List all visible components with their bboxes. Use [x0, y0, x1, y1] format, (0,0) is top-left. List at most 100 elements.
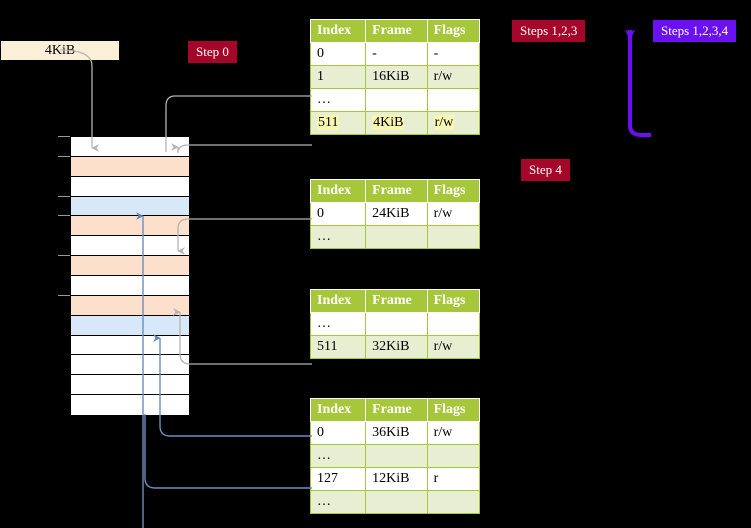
badge-steps-1-2-3-4: Steps 1,2,3,4 [653, 20, 737, 42]
table-row: … [309, 490, 481, 514]
table-row: 511 32KiB r/w [309, 335, 481, 359]
table-row: 0 36KiB r/w [309, 421, 481, 445]
column-header-flags: Flags [426, 179, 481, 203]
cell-index: 127 [309, 467, 367, 491]
table-row: … [309, 88, 481, 112]
cell-flags: r/w [426, 202, 481, 226]
column-header-index: Index [309, 19, 367, 43]
wire-step0-to-memory [59, 49, 99, 152]
cell-index: … [309, 312, 367, 336]
column-header-flags: Flags [426, 289, 481, 313]
table-row-highlighted: 511 4KiB r/w [309, 111, 481, 135]
memory-row-tick [58, 195, 70, 197]
cell-flags [426, 88, 481, 112]
cell-index: 0 [309, 202, 367, 226]
table-row: 127 12KiB r [309, 467, 481, 491]
wire-table3-row127-to-memory [144, 414, 312, 489]
memory-row [71, 315, 189, 336]
cell-index: 511 [309, 335, 367, 359]
wire-table2-row511-to-memory [173, 308, 312, 365]
column-header-frame: Frame [365, 19, 428, 43]
cell-frame: 12KiB [365, 467, 428, 491]
cell-flags: r/w [426, 335, 481, 359]
cell-frame [365, 444, 428, 468]
cell-frame [365, 88, 428, 112]
memory-row [71, 256, 189, 276]
memory-row [71, 375, 189, 396]
table-row: 0 24KiB r/w [309, 202, 481, 226]
cell-frame: 4KiB [365, 111, 428, 135]
cell-index: 1 [309, 65, 367, 89]
memory-row [71, 196, 189, 217]
memory-size-label: 4KiB [44, 42, 76, 58]
arrow-steps-1-2-3-4 [624, 29, 651, 137]
memory-row [71, 236, 189, 257]
badge-step-4: Step 4 [521, 159, 570, 181]
cell-index: … [309, 444, 367, 468]
table-header-row: Index Frame Flags [309, 179, 481, 203]
memory-size-label-box: 4KiB [0, 40, 120, 61]
cell-flags: r [426, 467, 481, 491]
cell-flags-text: r/w [433, 115, 455, 130]
badge-steps-1-2-3: Steps 1,2,3 [512, 20, 586, 42]
column-header-frame: Frame [365, 289, 428, 313]
memory-row [71, 176, 189, 197]
memory-row [71, 216, 189, 237]
cell-frame: 36KiB [365, 421, 428, 445]
cell-frame [365, 312, 428, 336]
cell-flags [426, 444, 481, 468]
cell-frame-text: 4KiB [372, 115, 405, 130]
table-row: 0 - - [309, 42, 481, 66]
table-row: … [309, 444, 481, 468]
page-table-level-0: Index Frame Flags 0 - - 1 16KiB r/w … [309, 19, 481, 135]
table-row: … [309, 225, 481, 249]
memory-row [71, 295, 189, 316]
column-header-index: Index [309, 179, 367, 203]
wire-table1-row0-to-memory [177, 218, 312, 255]
cell-flags: r/w [426, 421, 481, 445]
cell-flags: r/w [426, 111, 481, 135]
memory-row [71, 355, 189, 376]
cell-index: … [309, 490, 367, 514]
cell-frame: - [365, 42, 428, 66]
cell-index: 0 [309, 421, 367, 445]
cell-frame [365, 225, 428, 249]
cell-frame: 32KiB [365, 335, 428, 359]
table-header-row: Index Frame Flags [309, 19, 481, 43]
memory-row [71, 156, 189, 177]
table-row: 1 16KiB r/w [309, 65, 481, 89]
cell-index: … [309, 88, 367, 112]
memory-row-tick [58, 215, 70, 217]
cell-frame [365, 490, 428, 514]
memory-row [71, 137, 189, 157]
page-table-level-1: Index Frame Flags 0 24KiB r/w … [309, 179, 481, 249]
column-header-flags: Flags [426, 19, 481, 43]
physical-memory-column [70, 136, 190, 415]
cell-index: 511 [309, 111, 367, 135]
column-header-flags: Flags [426, 398, 481, 422]
cell-index: … [309, 225, 367, 249]
column-header-index: Index [309, 289, 367, 313]
wire-table0-row511-to-memory [171, 143, 312, 154]
cell-flags: r/w [426, 65, 481, 89]
cell-frame: 24KiB [365, 202, 428, 226]
cell-flags [426, 490, 481, 514]
cell-flags: - [426, 42, 481, 66]
page-table-level-2: Index Frame Flags … 511 32KiB r/w [309, 289, 481, 359]
cell-flags [426, 225, 481, 249]
table-header-row: Index Frame Flags [309, 398, 481, 422]
table-row: … [309, 312, 481, 336]
column-header-frame: Frame [365, 398, 428, 422]
cell-index: 0 [309, 42, 367, 66]
memory-row [71, 276, 189, 296]
memory-row-tick [58, 255, 70, 257]
column-header-index: Index [309, 398, 367, 422]
memory-row-tick [58, 294, 70, 296]
memory-row-tick [58, 155, 70, 157]
cell-index-text: 511 [317, 115, 340, 130]
page-table-level-3: Index Frame Flags 0 36KiB r/w … 127 12Ki… [309, 398, 481, 514]
memory-row-tick [58, 136, 70, 137]
column-header-frame: Frame [365, 179, 428, 203]
memory-row [71, 395, 189, 415]
